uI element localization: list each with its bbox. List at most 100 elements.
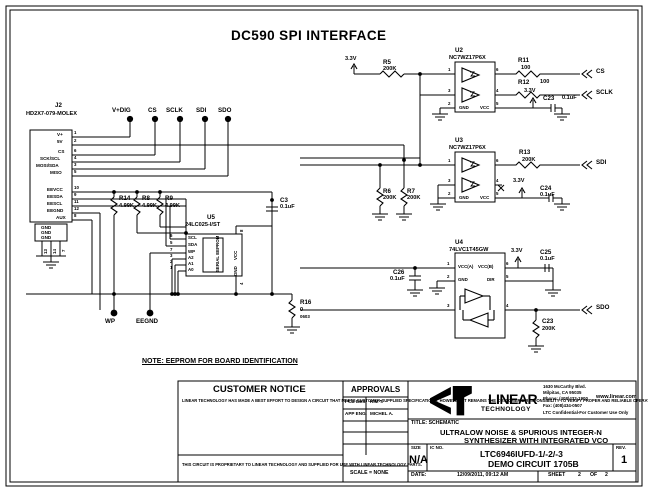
u3-pinnum-1: 1 [448,158,451,163]
val-r11: 100 [540,79,550,85]
u4-pinnum-2: 2 [447,274,450,279]
pin-num-8: 8 [74,213,77,218]
pin-name-cs: CS [58,149,65,154]
u5-pinnum-5: 5 [170,240,173,245]
u4-pinnum-5: 5 [506,274,509,279]
u5-pin-a1: A1 [188,261,194,266]
val-c24: 0.1uF [540,192,555,198]
icno-line1: LTC6946IUFD-1/-2/-3 [480,449,563,459]
gnd-pin-num-14: 14 [52,249,57,254]
customer-notice-proprietary: THIS CIRCUIT IS PROPRIETARY TO LINEAR TE… [182,462,422,467]
rev-label: REV. [616,445,626,450]
testpoint-wp: WP [105,318,115,325]
pin-num-9: 9 [74,192,77,197]
val-r10: 100 [521,65,531,71]
ref-u2: U2 [455,47,463,54]
val-c3: 0.1uF [280,204,295,210]
u5-pin-gnd: GND [233,266,238,276]
u4-pin-vcca: VCC(A) [458,264,474,269]
u5-pinnum-4: 4 [239,282,244,285]
u3-pin-vcc: VCC [480,195,490,200]
approval-value-appeng: MICHEL A. [370,411,394,416]
u3-pin-gnd: GND [459,195,469,200]
supply-3v3-3: 3.3V [513,178,525,184]
pin-name-eegnd: EEGND [47,208,64,213]
date-value: 12/09/2011, 09:12 AM [457,472,509,478]
bus-label-sdi: SDI [196,107,207,114]
approvals-heading: APPROVALS [351,385,401,394]
net-label-sdo: SDO [596,304,610,311]
u4-pin-dir: DIR [487,277,495,282]
pin-name-gnd-3: GND [41,235,52,240]
u2-pinnum-3: 3 [448,88,451,93]
pin-name-sck: SCK/SCL [40,156,61,161]
part-u5: 24LC025-I/ST [185,222,221,228]
ref-r13: C23 [542,318,554,325]
u2-pin-vcc: VCC [480,105,490,110]
date-label: DATE: [411,472,427,478]
title-line1: ULTRALOW NOISE & SPURIOUS INTEGER-N [440,428,602,437]
pin-name-eescl: EESCL [47,201,63,206]
pin-num-10: 10 [74,185,79,190]
ref-r9: R9 [165,195,173,202]
testpoint-eegnd: EEGND [136,318,159,325]
u5-pin-scl: SCL [188,235,197,240]
u2-pinnum-2: 2 [448,101,451,106]
u2-pinnum-4: 4 [496,88,499,93]
net-label-sdi: SDI [596,159,607,166]
page-title: DC590 SPI INTERFACE [231,28,387,43]
ref-r7: R7 [407,188,415,195]
val-r6: 200K [383,195,397,201]
ref-r5: R5 [383,59,391,66]
pin-num-5: 5 [74,169,77,174]
supply-3v3-4: 3.3V [511,248,523,254]
pin-name-vplus: V+ [57,132,63,137]
val-c25: 0.1uF [540,256,555,262]
ref-u4: U4 [455,239,463,246]
val-r5: 200K [383,66,397,72]
company-confidential: LTC Confidential-For Customer Use Only [543,410,629,415]
pin-name-miso: MISO [50,170,62,175]
bus-label-sclk: SCLK [166,107,183,114]
u4-pinnum-1: 1 [447,261,450,266]
val-r13: 200K [542,326,556,332]
title-label: TITLE: SCHEMATIC [411,420,460,426]
company-web: www.linear.com [596,394,637,400]
company-name: LINEAR [488,391,538,407]
approval-value-pcb: KIM T. [370,399,384,404]
u4-pinnum-3: 3 [447,303,450,308]
u5-pinnum-2: 2 [170,259,173,264]
icno-line2: DEMO CIRCUIT 1705B [488,459,579,469]
u5-body-label: SERIAL EEPROM [215,235,220,272]
ref-c26: C26 [393,269,405,276]
ref-r16: R16 [300,299,312,306]
supply-3v3-1: 3.3V [345,56,357,62]
sheet-total: 2 [605,472,608,478]
ref-u3: U3 [455,137,463,144]
sheet-label: SHEET [548,472,566,478]
ref-r12: R13 [519,149,531,156]
company-address1: 1630 McCarthy Blvd. [543,384,586,389]
pin-num-12: 12 [74,206,79,211]
ref-r14: R14 [119,195,131,202]
u3-pinnum-5: 5 [496,191,499,196]
of-label: OF [590,472,598,478]
u4-pinnum-6: 6 [506,261,509,266]
approval-label-pcb: PCB DES. [345,399,367,404]
pin-name-gnd-2: GND [41,230,52,235]
ref-r8: R8 [142,195,150,202]
u2-pinnum-1: 1 [448,67,451,72]
company-subname: TECHNOLOGY [481,406,531,413]
ref-r6: R6 [383,188,391,195]
u5-pinnum-8: 8 [239,229,244,232]
u5-pinnum-6: 6 [170,233,173,238]
u4-pinnum-4: 4 [506,303,509,308]
pkg-r16: 0603 [300,314,310,319]
title-line2: SYNTHESIZER WITH INTEGRATED VCO [464,436,609,445]
supply-3v3-2: 3.3V [524,88,536,94]
pin-num-6: 6 [74,148,77,153]
u3-pinnum-4: 4 [496,178,499,183]
pin-name-mosi: MOSI/SDA [36,163,59,168]
u5-pin-a2: A2 [188,255,194,260]
